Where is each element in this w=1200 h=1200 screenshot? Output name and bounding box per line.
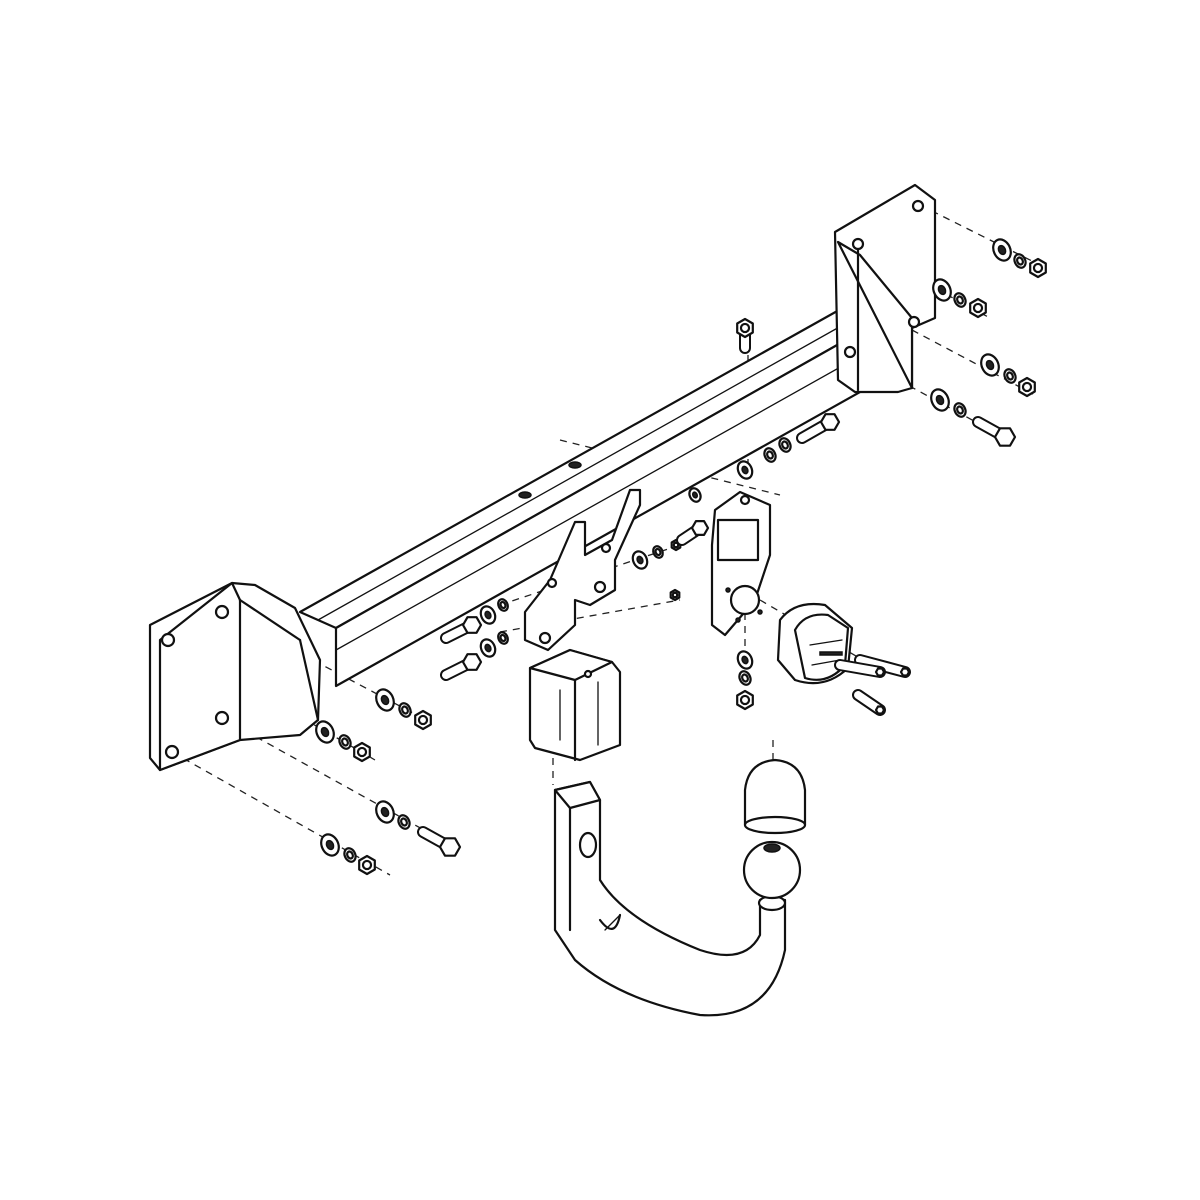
spring-washer	[953, 402, 967, 418]
spring-washer	[398, 702, 412, 718]
right-plate-hole	[851, 237, 865, 251]
bolt	[440, 616, 483, 644]
nut	[1018, 376, 1036, 398]
washer	[930, 388, 950, 412]
washer	[736, 650, 754, 670]
washer	[375, 800, 395, 824]
nut	[1029, 257, 1047, 279]
spring-washer	[738, 670, 752, 686]
washer	[375, 688, 395, 712]
nut	[736, 689, 754, 711]
socket-bracket	[710, 490, 772, 637]
bolt	[796, 413, 841, 444]
hardware-group	[315, 238, 1047, 876]
ball-cap	[743, 758, 807, 835]
nut	[358, 854, 376, 876]
right-mounting-plate	[833, 183, 937, 394]
nut	[736, 317, 754, 339]
spring-washer	[652, 545, 664, 559]
bolt	[972, 416, 1017, 447]
bolt	[852, 689, 886, 716]
spring-washer	[497, 631, 509, 645]
right-plate-hole	[843, 345, 857, 359]
nut	[414, 709, 432, 731]
nut	[669, 588, 681, 602]
bolt	[854, 654, 911, 678]
washer	[315, 720, 335, 744]
left-plate-hole	[164, 744, 180, 760]
bolt	[676, 519, 710, 546]
washer	[736, 460, 754, 480]
spring-washer	[338, 734, 352, 750]
washer	[992, 238, 1012, 262]
detachable-ball-neck	[553, 780, 787, 1017]
washer	[932, 278, 952, 302]
left-plate-hole	[214, 710, 230, 726]
washer	[980, 353, 1000, 377]
spring-washer	[953, 292, 967, 308]
bolt	[417, 826, 462, 857]
washer	[688, 487, 702, 503]
bolt	[440, 653, 483, 681]
electrical-socket	[776, 602, 854, 685]
left-plate-hole	[214, 604, 230, 620]
washer	[320, 833, 340, 857]
left-mounting-plate	[148, 581, 322, 772]
spring-washer	[343, 847, 357, 863]
bolt	[834, 659, 886, 678]
washer	[479, 605, 497, 625]
spring-washer	[778, 437, 792, 453]
spring-washer	[1013, 253, 1027, 269]
spring-washer	[397, 814, 411, 830]
center-hanger-brackets	[523, 488, 642, 652]
nut	[969, 297, 987, 319]
ball-receiver-housing	[528, 648, 622, 762]
washer	[479, 638, 497, 658]
spring-washer	[763, 447, 777, 463]
spring-washer	[1003, 368, 1017, 384]
right-plate-hole	[911, 199, 925, 213]
washer	[631, 550, 649, 570]
tow-ball	[742, 840, 802, 900]
right-plate-hole	[907, 315, 921, 329]
nut	[353, 741, 371, 763]
spring-washer	[497, 598, 509, 612]
left-plate-hole	[160, 632, 176, 648]
